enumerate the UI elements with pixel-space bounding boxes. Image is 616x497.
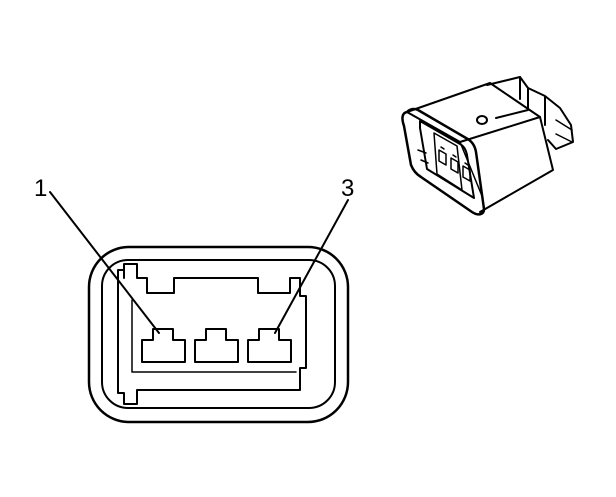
connector-face-view: 1 3 [34, 175, 354, 424]
connector-cavity [117, 263, 307, 405]
connector-rear-tab-upper [486, 76, 529, 119]
connector-rear-block [527, 87, 574, 150]
connector-body-side [479, 116, 554, 213]
connector-front-face [401, 107, 486, 216]
leader-line-pin-3 [274, 199, 349, 334]
connector-body-edge [459, 141, 483, 197]
terminal-2 [194, 328, 239, 363]
connector-front-inner [419, 120, 475, 199]
connector-side-notch [417, 149, 429, 164]
iso-terminal-3 [462, 162, 471, 182]
connector-isometric-view [401, 76, 574, 216]
leader-line-pin-1 [49, 191, 160, 334]
connector-inner-shell [101, 259, 336, 409]
iso-terminal-1 [438, 146, 447, 166]
connector-latch-hole [476, 115, 488, 125]
terminal-1 [141, 328, 186, 363]
connector-outer-shell [87, 245, 350, 424]
terminal-3 [247, 328, 292, 363]
connector-inner-lip [131, 299, 297, 373]
connector-front-cavity [433, 132, 463, 191]
pin-1-label: 1 [34, 175, 47, 202]
iso-terminal-2 [450, 154, 459, 174]
pin-3-label: 3 [341, 175, 354, 202]
connector-rear-ridge [555, 119, 573, 143]
